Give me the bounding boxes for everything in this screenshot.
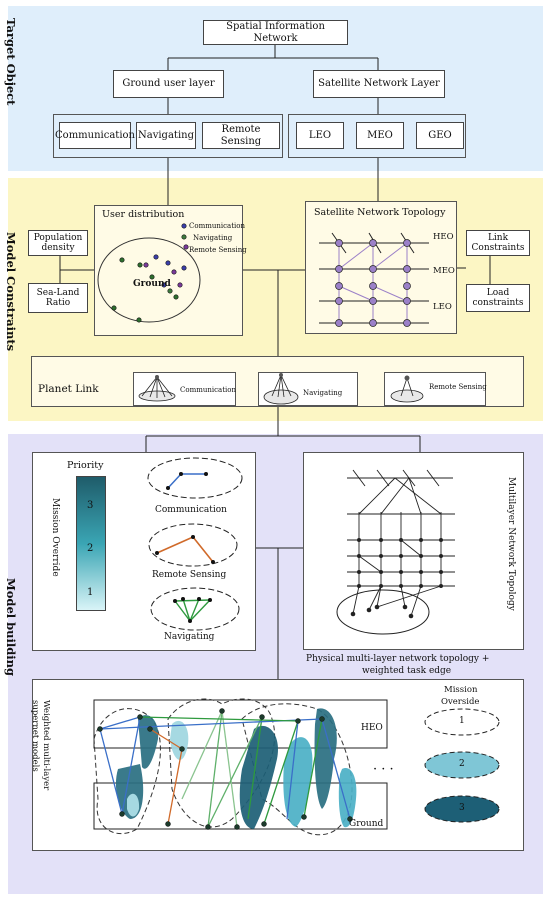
override-title-line2: Overside [441, 697, 480, 707]
satellite-topology-panel [305, 201, 457, 334]
load-constraints-node: Load constraints [466, 284, 530, 312]
task-label-communication: Communication [155, 505, 227, 515]
orbit-label-meo: MEO [433, 266, 455, 276]
spatial-information-network-node: Spatial Information Network [203, 20, 348, 45]
legend-navigating: Navigating [193, 234, 233, 242]
meo-node: MEO [356, 122, 404, 149]
geo-node: GEO [416, 122, 464, 149]
supernet-ellipsis: · · · [373, 762, 394, 777]
override-level-1: 1 [459, 716, 465, 726]
override-level-2: 2 [459, 759, 465, 769]
ground-label: Ground [133, 279, 171, 289]
priority-level-1: 1 [87, 587, 94, 598]
priority-label: Priority [67, 460, 104, 471]
planet-link-remote-sensing-label: Remote Sensing [429, 383, 487, 391]
task-label-remote-sensing: Remote Sensing [152, 570, 227, 580]
planet-link-communication-label: Communication [180, 386, 236, 394]
orbit-label-leo: LEO [433, 302, 452, 312]
communication-node: Communication [55, 122, 135, 149]
user-distribution-title: User distribution [102, 209, 185, 220]
supernet-graph [93, 698, 388, 836]
legend-communication: Communication [189, 222, 245, 230]
supernet-heo-label: HEO [361, 723, 383, 733]
priority-gradient-bar [76, 476, 106, 611]
supernet-ground-label: Ground [349, 819, 384, 829]
multilayer-topology-vertical: Multilayer Network Topology [506, 477, 516, 611]
priority-level-2: 2 [87, 543, 94, 554]
leo-node: LEO [296, 122, 344, 149]
mission-priority-panel [32, 452, 256, 651]
orbit-label-heo: HEO [433, 232, 454, 242]
multilayer-topology-graph [336, 469, 455, 635]
satellite-topology-graph [319, 232, 429, 327]
link-constraints-node: Link Constraints [466, 230, 530, 256]
satellite-items-frame [288, 114, 466, 158]
override-level-3: 3 [459, 803, 465, 813]
priority-level-3: 3 [87, 500, 94, 511]
override-title-line1: Mission [444, 685, 478, 695]
override-ellipses [424, 708, 500, 823]
task-label-navigating: Navigating [164, 632, 215, 642]
physical-caption-line1: Physical multi-layer network topology + [306, 654, 490, 664]
planet-link-navigating-label: Navigating [303, 389, 343, 397]
navigating-node: Navigating [136, 122, 196, 149]
satellite-topology-title: Satellite Network Topology [314, 207, 446, 218]
planet-link-title: Planet Link [38, 383, 99, 395]
ground-user-layer-node: Ground user layer [113, 70, 224, 98]
satellite-network-layer-node: Satellite Network Layer [313, 70, 445, 98]
user-distribution-map [97, 223, 201, 323]
population-density-node: Population density [28, 230, 88, 256]
physical-caption-line2: weighted task edge [362, 666, 452, 676]
ground-items-frame [53, 114, 283, 158]
multilayer-topology-panel [303, 452, 524, 650]
sea-land-ratio-node: Sea-Land Ratio [28, 283, 88, 313]
legend-remote-sensing: Remote Sensing [189, 246, 247, 254]
remote-sensing-node: Remote Sensing [202, 122, 280, 149]
